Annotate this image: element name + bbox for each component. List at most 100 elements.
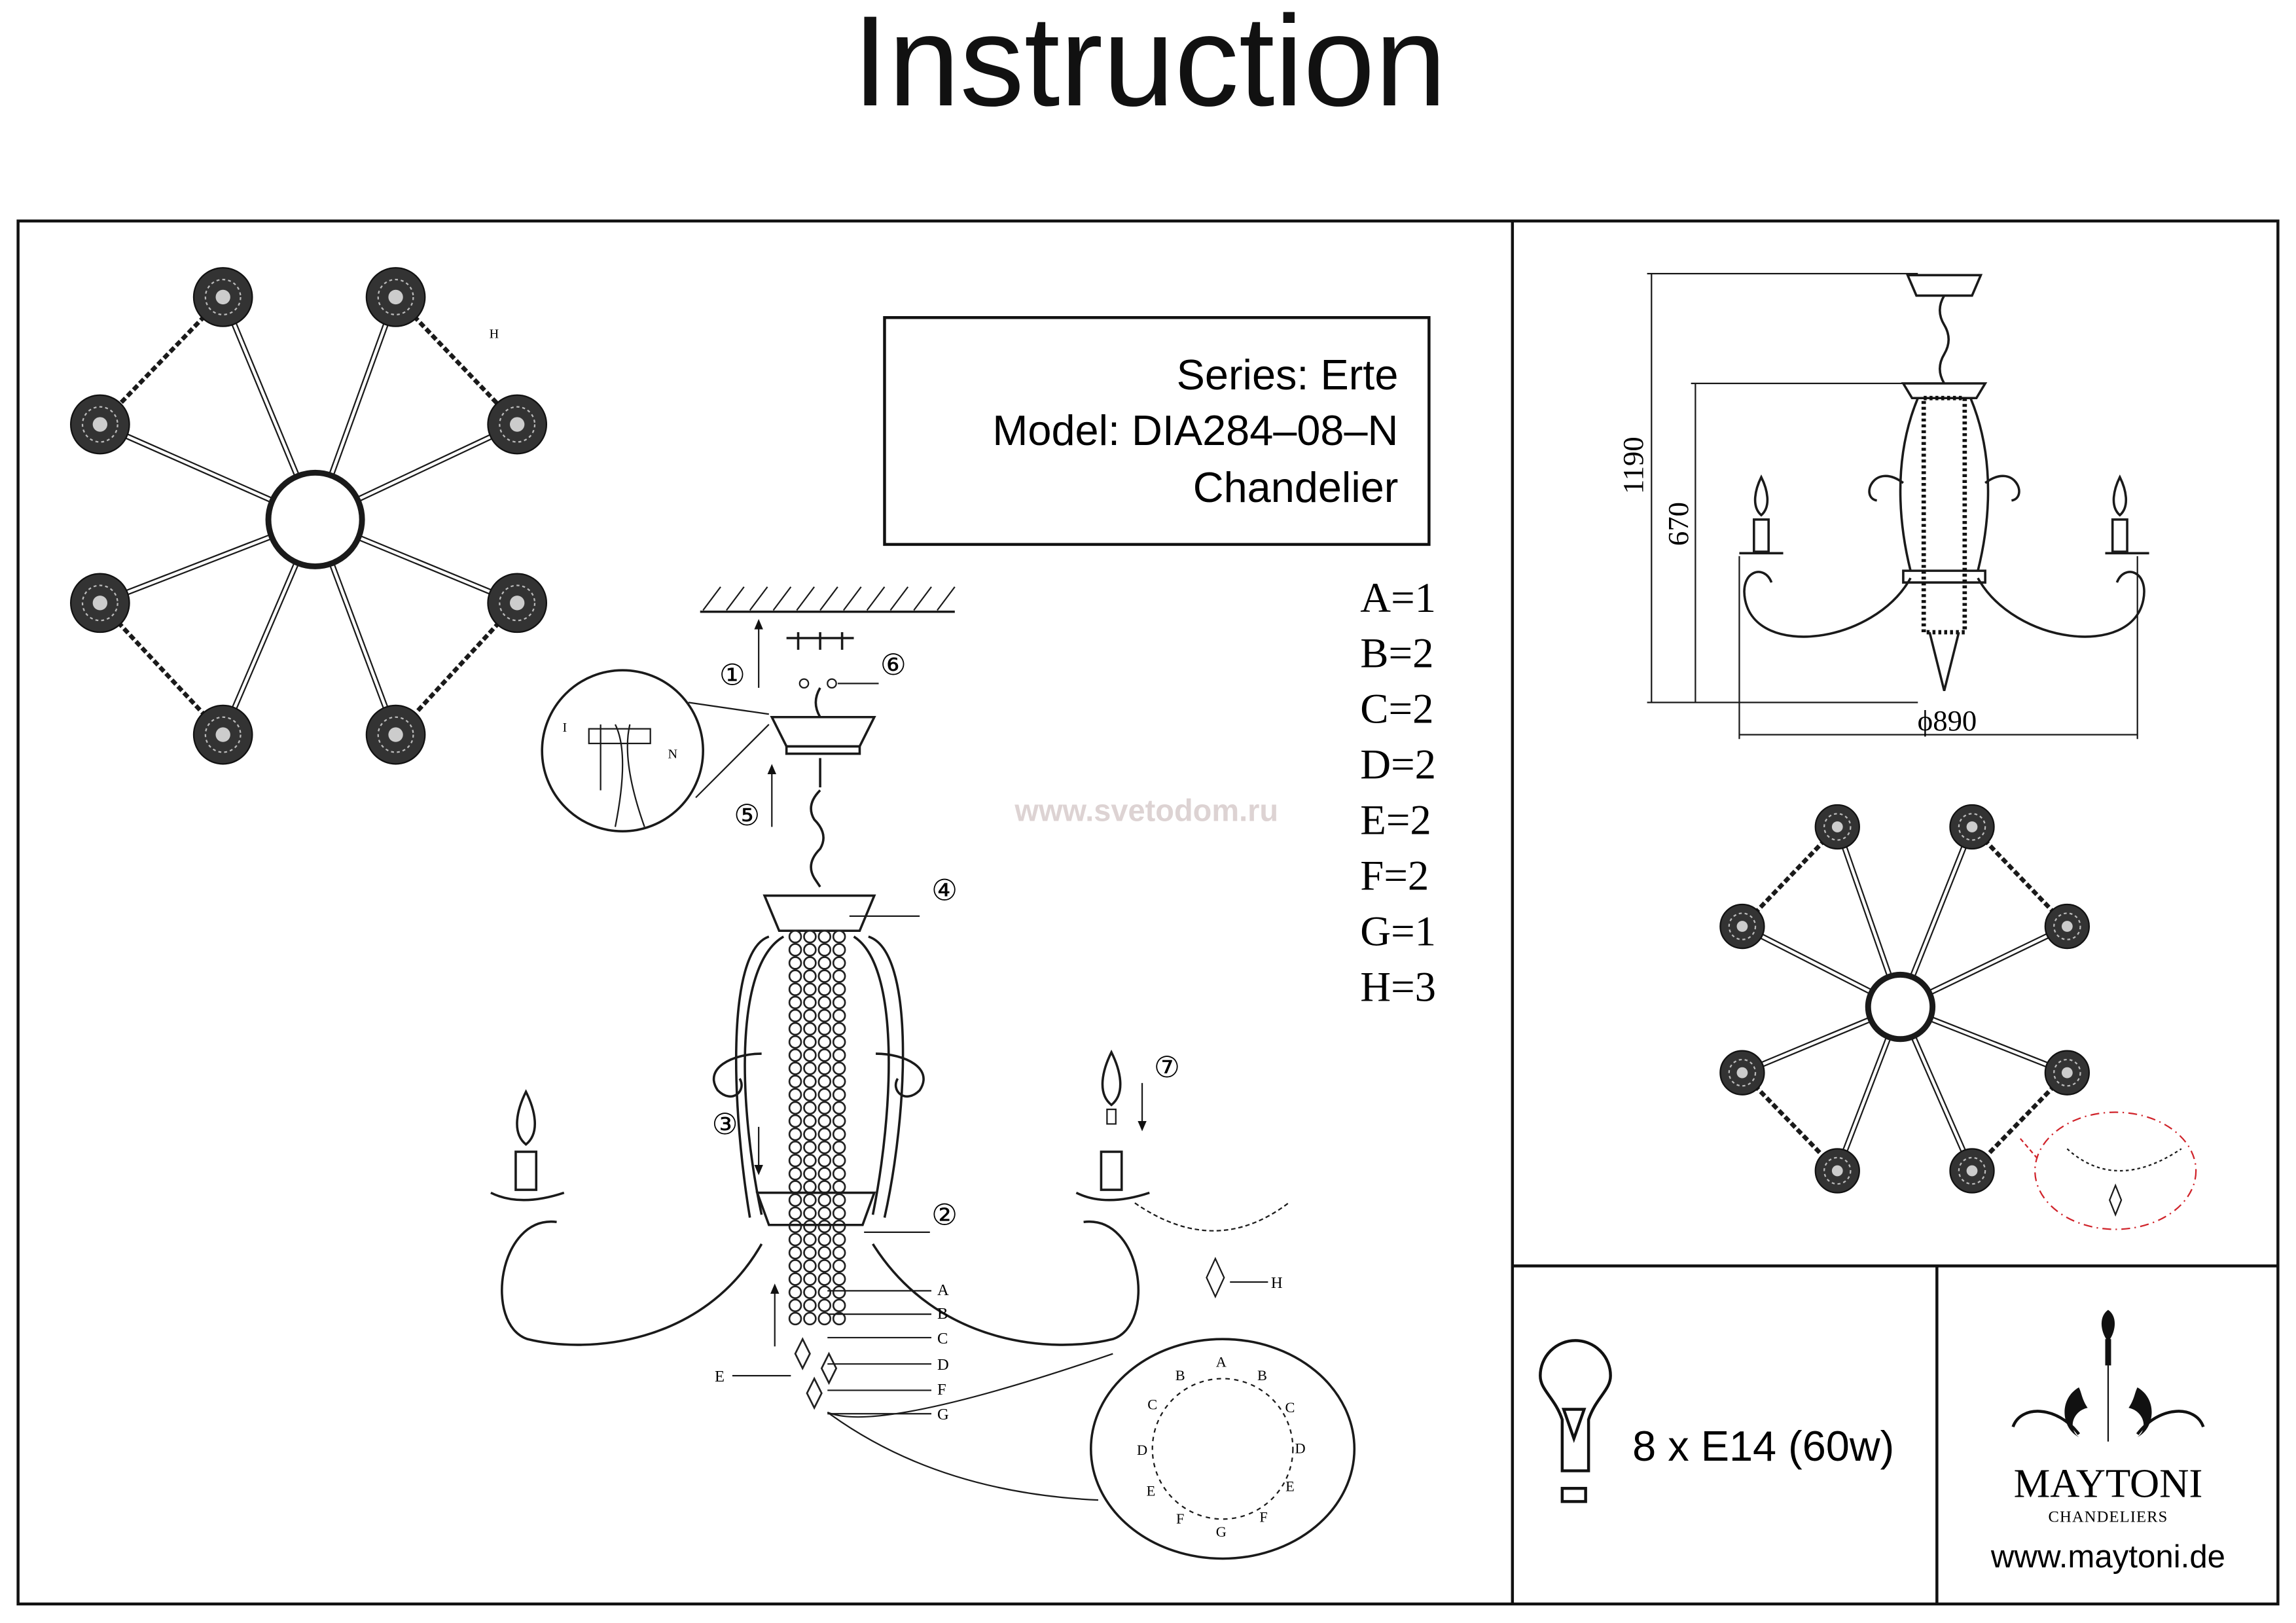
label-c: C: [937, 1330, 948, 1347]
label-h-top: H: [490, 327, 499, 342]
part-count: G=1: [1360, 908, 1436, 955]
watermark: www.svetodom.ru: [1014, 793, 1278, 828]
bead: [788, 1219, 802, 1234]
bead: [817, 1285, 832, 1299]
ring-label-a: A: [1216, 1354, 1227, 1370]
bead: [803, 1245, 817, 1260]
bead: [803, 1272, 817, 1286]
brand-url: www.maytoni.de: [1990, 1539, 2225, 1575]
bead: [803, 1075, 817, 1088]
bead: [788, 1140, 802, 1154]
bead: [817, 1075, 832, 1088]
bead: [788, 1127, 802, 1141]
bead: [832, 1298, 846, 1313]
bead: [817, 1088, 832, 1102]
bead: [788, 1048, 802, 1062]
bead: [803, 1048, 817, 1062]
bead: [803, 1259, 817, 1273]
part-count: A=1: [1360, 575, 1436, 622]
bead: [817, 1101, 832, 1115]
bead: [832, 943, 846, 957]
chain: [1970, 1071, 2069, 1173]
bead: [817, 1140, 832, 1154]
bead: [817, 982, 832, 996]
bead: [832, 1232, 846, 1247]
bead: [832, 1180, 846, 1194]
bead: [832, 1154, 846, 1168]
series-label: Series: Erte: [1177, 351, 1399, 399]
bead: [788, 1061, 802, 1075]
bead: [817, 956, 832, 970]
chain: [1740, 825, 1839, 928]
bead: [788, 1167, 802, 1181]
bead: [803, 956, 817, 970]
bead: [803, 1167, 817, 1181]
bead: [817, 943, 832, 957]
bead: [832, 956, 846, 970]
ring-label-f: F: [1259, 1509, 1267, 1525]
bead: [832, 982, 846, 996]
chandelier-logo-icon: [2011, 1310, 2205, 1442]
label-f: F: [937, 1381, 946, 1399]
bead: [803, 943, 817, 957]
bead: [832, 929, 846, 944]
label-h: H: [1271, 1274, 1283, 1292]
bead: [832, 1048, 846, 1062]
lamp-spec: 8 x E14 (60w): [1539, 1339, 1894, 1503]
part-count: E=2: [1360, 797, 1431, 844]
pendant: [820, 1351, 838, 1385]
bead: [803, 929, 817, 944]
label-b: B: [937, 1305, 948, 1323]
bead: [817, 1206, 832, 1221]
hub-ring: [265, 469, 365, 569]
side-view-diagram: 1190 670 ϕ890: [1617, 273, 2149, 740]
bead: [788, 1075, 802, 1088]
bead: [817, 1035, 832, 1049]
bead: [788, 1088, 802, 1102]
bead: [832, 1140, 846, 1154]
ring-label-f: F: [1176, 1510, 1184, 1527]
step-4: ④: [931, 874, 958, 906]
light-bulb-icon: [1539, 1339, 1612, 1503]
ring-label-e: E: [1147, 1482, 1156, 1499]
step-6: ⑥: [880, 649, 906, 681]
bead: [788, 1180, 802, 1194]
bead: [788, 1022, 802, 1036]
part-count: B=2: [1360, 630, 1433, 677]
bead: [803, 1061, 817, 1075]
bead: [832, 1219, 846, 1234]
step-2: ②: [931, 1199, 958, 1232]
bead: [788, 1035, 802, 1049]
hub-ring: [1865, 971, 1936, 1043]
bead: [832, 1127, 846, 1141]
chain: [98, 601, 225, 736]
bead: [832, 1167, 846, 1181]
bead: [788, 956, 802, 970]
part-count: D=2: [1360, 741, 1436, 789]
bead: [817, 1008, 832, 1023]
bead: [803, 1154, 817, 1168]
chain: [1740, 1071, 1839, 1173]
bead: [832, 1245, 846, 1260]
bead: [788, 1272, 802, 1286]
bead: [817, 1311, 832, 1326]
bead: [832, 1075, 846, 1088]
part-count: H=3: [1360, 964, 1436, 1011]
label-d: D: [937, 1356, 949, 1374]
bead: [788, 1232, 802, 1247]
bead: [803, 969, 817, 983]
bead: [832, 1061, 846, 1075]
bead: [832, 1022, 846, 1036]
bead: [817, 1114, 832, 1128]
outer-frame: [16, 219, 2280, 1606]
pendant: [806, 1376, 823, 1410]
bead: [803, 1206, 817, 1221]
bead: [803, 1232, 817, 1247]
bead: [817, 1232, 832, 1247]
bead: [817, 1154, 832, 1168]
label-g: G: [937, 1406, 949, 1423]
bead: [817, 995, 832, 1010]
bead: [817, 1061, 832, 1075]
part-count: F=2: [1360, 853, 1429, 900]
